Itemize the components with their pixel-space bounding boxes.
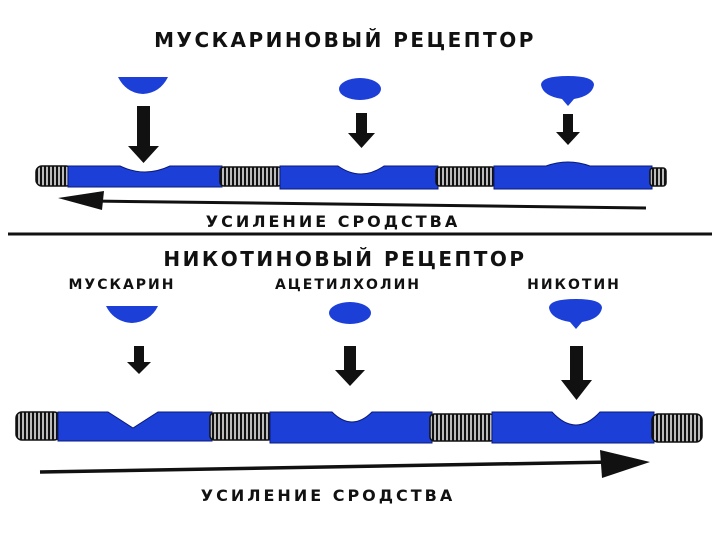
nicotinic-arrow-2 [335, 346, 365, 386]
muscarinic-affinity-label: УСИЛЕНИЕ СРОДСТВА [206, 212, 461, 231]
membrane-coil [429, 413, 495, 442]
muscarinic-ligand-nicotine [541, 76, 594, 106]
membrane-coil [649, 167, 667, 187]
nicotinic-ligand-muscarine [106, 306, 158, 323]
membrane-coil [651, 413, 703, 443]
receptor-segment [493, 161, 653, 190]
receptor-segment [57, 411, 213, 442]
pointed-drop-icon [549, 299, 602, 329]
flat-cap-icon [106, 306, 158, 323]
oval-icon [329, 302, 371, 324]
nicotinic-ligand-label-acetylcholine: АЦЕТИЛХОЛИН [275, 277, 421, 293]
muscarinic-title: МУСКАРИНОВЫЙ РЕЦЕПТОР [154, 28, 536, 52]
muscarinic-affinity-arrow [58, 191, 647, 210]
receptor-segment [279, 165, 439, 190]
nicotinic-membrane [15, 411, 703, 444]
membrane-coil [435, 166, 497, 187]
nicotinic-ligand-label-nicotine: НИКОТИН [527, 277, 621, 293]
muscarinic-ligand-acetylcholine [339, 78, 381, 100]
nicotinic-affinity-arrow [39, 450, 650, 478]
nicotinic-affinity-label: УСИЛЕНИЕ СРОДСТВА [201, 486, 456, 505]
nicotinic-arrow-1 [127, 346, 151, 374]
membrane-coil [209, 412, 273, 441]
muscarinic-arrow-3 [556, 114, 580, 145]
membrane-coil [35, 165, 73, 187]
membrane-coil [219, 166, 283, 187]
pointed-drop-icon [541, 76, 594, 106]
muscarinic-ligand-muscarine [118, 77, 168, 94]
nicotinic-ligand-label-muscarine: МУСКАРИН [69, 277, 176, 293]
membrane-coil [15, 411, 61, 441]
flat-cap-icon [118, 77, 168, 94]
nicotinic-title: НИКОТИНОВЫЙ РЕЦЕПТОР [163, 247, 526, 271]
muscarinic-membrane [35, 161, 667, 190]
muscarinic-arrow-2 [348, 113, 375, 148]
receptor-segment [67, 165, 223, 188]
receptor-segment [491, 411, 655, 444]
nicotinic-arrow-3 [561, 346, 592, 400]
oval-icon [339, 78, 381, 100]
nicotinic-ligand-acetylcholine [329, 302, 371, 324]
receptor-segment [269, 411, 433, 444]
muscarinic-arrow-1 [128, 106, 159, 163]
nicotinic-ligand-nicotine [549, 299, 602, 329]
